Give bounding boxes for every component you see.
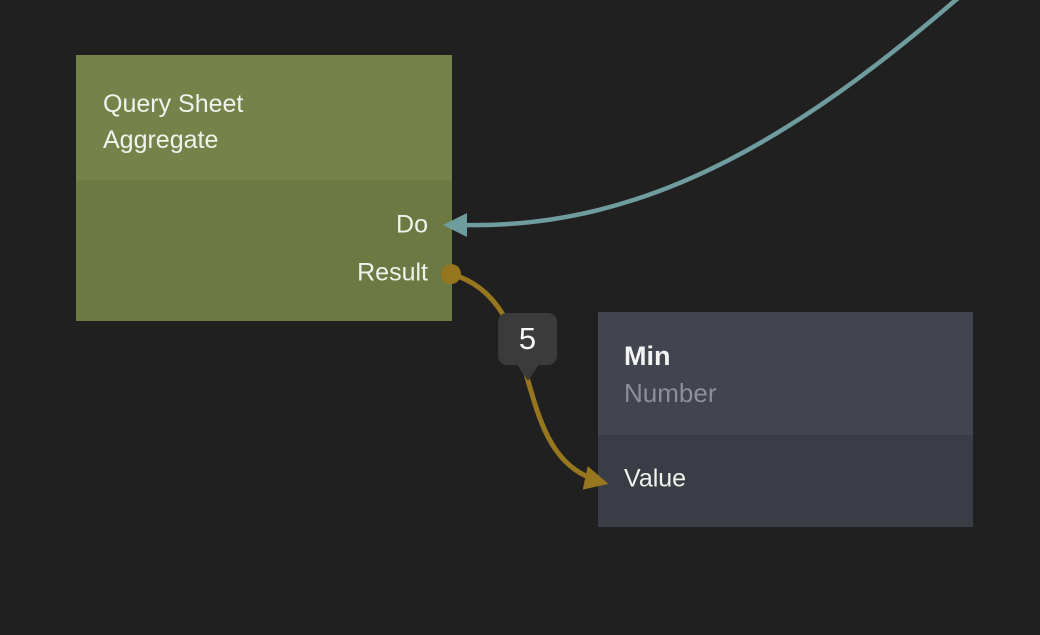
node-min[interactable]: Min Number Value [598,312,973,527]
node-min-header[interactable]: Min Number [598,312,973,435]
port-value-input[interactable]: Value [624,464,687,493]
port-result-output[interactable]: Result [357,258,428,287]
edge-value-badge: 5 [498,313,557,365]
edge-exec-to-do-wire[interactable] [460,0,990,228]
node-query-sheet-aggregate[interactable]: Query Sheet Aggregate Do Result [76,55,452,321]
node-min-title: Min [624,341,671,371]
node-query-sheet-aggregate-header[interactable]: Query Sheet Aggregate [76,55,452,180]
node-min-body: Value [598,435,973,527]
port-do-input[interactable]: Do [396,210,428,239]
node-min-subtitle: Number [624,378,717,408]
edge-result-to-value-wire[interactable] [448,271,589,479]
edge-value-badge-tail-icon [515,363,540,381]
node-query-sheet-aggregate-body: Do Result [76,180,452,321]
node-query-sheet-aggregate-title: Query Sheet Aggregate [103,90,244,154]
